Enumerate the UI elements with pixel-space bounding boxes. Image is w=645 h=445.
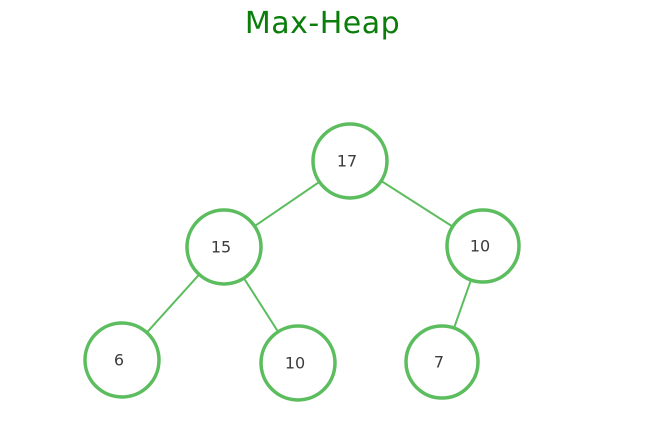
tree-node-ll [83, 321, 161, 399]
tree-node-l [185, 208, 263, 286]
tree-node-r [445, 208, 521, 284]
node-value-label-lr: 10 [285, 354, 305, 373]
node-value-label-r: 10 [470, 237, 490, 256]
node-value-label-rl: 7 [434, 353, 444, 372]
node-value-label-l: 15 [211, 238, 231, 257]
tree-node-rl [404, 324, 480, 400]
diagram-title: Max-Heap [244, 6, 401, 41]
tree-node-root [311, 122, 389, 200]
node-value-label-root: 17 [337, 152, 357, 171]
node-value-label-ll: 6 [114, 351, 124, 370]
tree-node-lr [259, 324, 337, 402]
